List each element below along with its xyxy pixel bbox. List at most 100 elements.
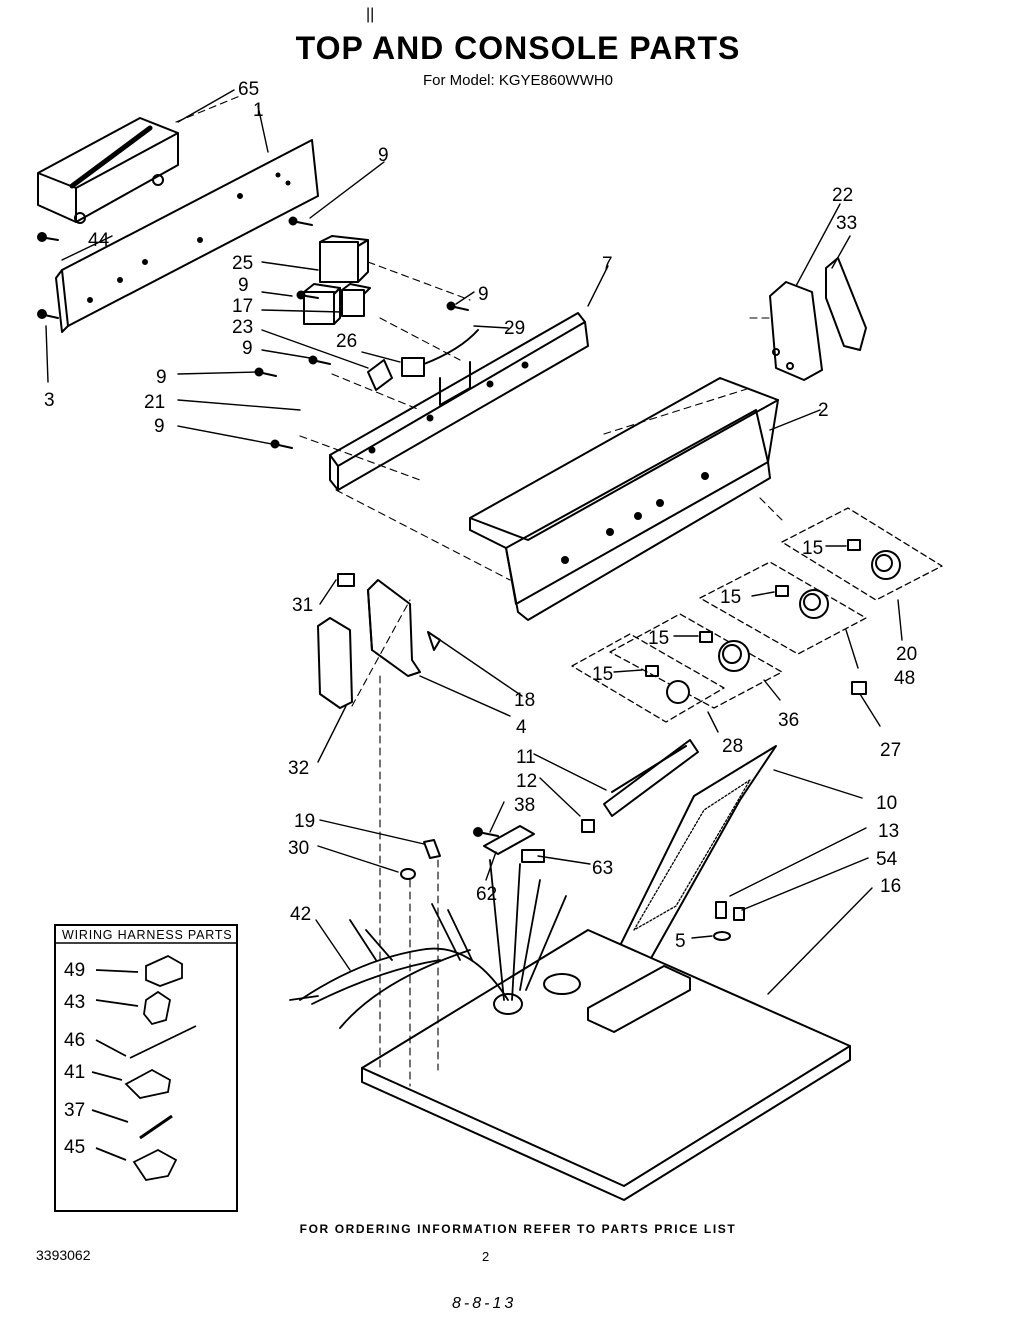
wiring-label-43: 43 (64, 992, 85, 1013)
callout-29: 29 (504, 318, 525, 339)
callout-20: 20 (896, 644, 917, 665)
callout-54: 54 (876, 849, 898, 870)
wiring-label-37: 37 (64, 1100, 85, 1121)
callout-5: 5 (675, 931, 686, 952)
callout-11: 11 (516, 747, 536, 768)
callout-26: 26 (336, 331, 357, 352)
callout-1: 1 (253, 100, 264, 121)
part-38-screw (473, 827, 499, 837)
callout-63: 63 (592, 858, 613, 879)
callout-2: 2 (818, 400, 829, 421)
callout-9: 9 (154, 416, 165, 437)
part-9-screw (446, 301, 469, 311)
part-16-top-panel (361, 929, 851, 1201)
wiring-label-49: 49 (64, 960, 85, 981)
callout-25: 25 (232, 253, 253, 274)
part-18-screw (427, 631, 441, 651)
callout-42: 42 (290, 904, 311, 925)
part-31-clip (337, 573, 355, 587)
part-32-trim (317, 617, 353, 709)
callout-18: 18 (514, 690, 535, 711)
callout-30: 30 (288, 838, 309, 859)
callout-44: 44 (88, 230, 110, 251)
callout-10: 10 (876, 793, 897, 814)
wiring-harness-panel: WIRING HARNESS PARTS 49 43 46 41 37 45 (54, 924, 238, 1212)
wiring-label-46: 46 (64, 1030, 85, 1051)
callout-9: 9 (242, 338, 253, 359)
part-1-rear-panel (55, 139, 319, 333)
callout-17: 17 (232, 296, 253, 317)
callout-23: 23 (232, 317, 253, 338)
callout-36: 36 (778, 710, 799, 731)
callout-4: 4 (516, 717, 527, 738)
part-25-switch (319, 235, 369, 283)
knob-group-36 (609, 613, 783, 709)
wiring-panel-title: WIRING HARNESS PARTS (62, 928, 232, 942)
part-11-filter-grille (603, 739, 699, 817)
alignment-lines (175, 95, 783, 1087)
leader-lines (45, 89, 903, 995)
callout-16: 16 (880, 876, 901, 897)
part-2-console-panel (469, 377, 779, 621)
part-22-bracket (769, 281, 823, 381)
callout-22: 22 (832, 185, 853, 206)
part-54-screw (733, 907, 745, 921)
part-9-screw (296, 290, 319, 300)
part-19-clip (423, 839, 441, 859)
callout-62: 62 (476, 884, 497, 905)
part-26-connector (401, 329, 479, 377)
part-10-lint-filter (609, 745, 777, 967)
callout-9: 9 (478, 284, 489, 305)
callout-9: 9 (378, 145, 389, 166)
callout-7: 7 (602, 254, 613, 275)
callout-15: 15 (802, 538, 823, 559)
knob-group-20 (781, 507, 943, 601)
callout-15: 15 (720, 587, 741, 608)
wiring-label-41: 41 (64, 1062, 85, 1083)
knob-group-28 (571, 633, 725, 723)
callout-33: 33 (836, 213, 857, 234)
part-62-label (483, 825, 535, 855)
part-13-sensor (715, 901, 727, 919)
part-9-screw (308, 355, 331, 365)
callout-12: 12 (516, 771, 537, 792)
part-33-switch-cover (825, 257, 867, 351)
callout-13: 13 (878, 821, 899, 842)
document-number: 3393062 (36, 1247, 91, 1263)
part-65-end-cap (37, 117, 179, 224)
top-mark: || (366, 6, 375, 23)
part-30-button (400, 868, 416, 880)
ordering-footnote: FOR ORDERING INFORMATION REFER TO PARTS … (299, 1222, 737, 1236)
part-5-washer (713, 931, 731, 941)
callout-48: 48 (894, 668, 915, 689)
wiring-label-45: 45 (64, 1137, 85, 1158)
callout-19: 19 (294, 811, 315, 832)
callout-3: 3 (44, 390, 55, 411)
callout-9: 9 (156, 367, 167, 388)
page-number: 2 (482, 1249, 490, 1264)
callout-31: 31 (292, 595, 313, 616)
part-9-screw (270, 439, 293, 449)
page-title: TOP AND CONSOLE PARTS (295, 30, 741, 66)
callout-27: 27 (880, 740, 901, 761)
part-42-wiring-harness (289, 859, 567, 1029)
part-23-lamp (367, 359, 393, 391)
callout-21: 21 (144, 392, 165, 413)
part-9-screw (288, 216, 313, 226)
callout-9: 9 (238, 275, 249, 296)
callout-28: 28 (722, 736, 743, 757)
part-3-screw (37, 309, 59, 319)
part-27-knob-insert (851, 681, 867, 695)
callout-15: 15 (592, 664, 613, 685)
callout-65: 65 (238, 79, 259, 100)
part-9-screw (254, 367, 277, 377)
part-17-switch (341, 283, 371, 317)
callout-32: 32 (288, 758, 309, 779)
part-21-relay (303, 283, 341, 325)
part-44-screw (37, 232, 59, 242)
callout-labels: 65 1 9 44 25 9 17 23 9 9 21 9 3 26 9 29 … (44, 79, 917, 952)
callout-15: 15 (648, 628, 669, 649)
callout-38: 38 (514, 795, 535, 816)
model-subtitle: For Model: KGYE860WWH0 (422, 72, 614, 89)
